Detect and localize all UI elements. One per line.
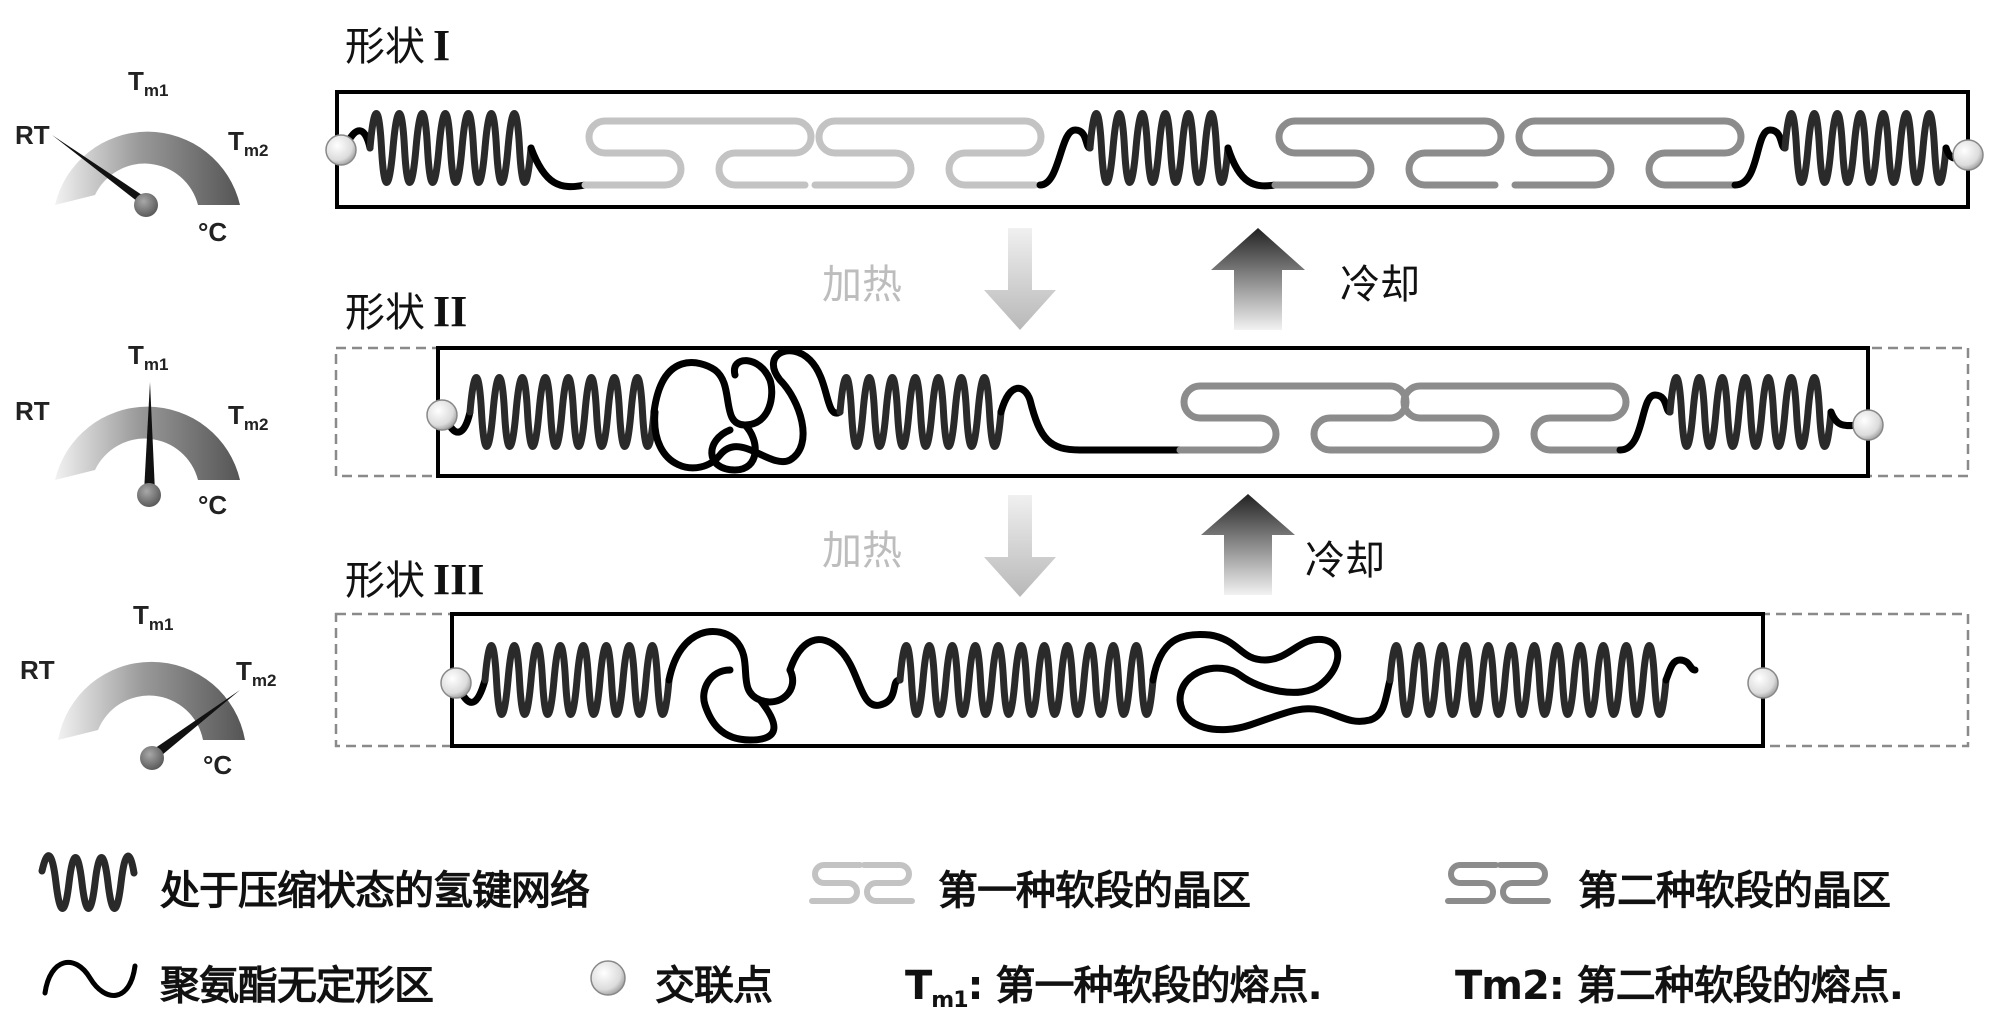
gauge-shape-2: [55, 382, 240, 507]
amorphous-segment: [786, 636, 904, 709]
shape-3-box: [334, 612, 1970, 748]
legend-spring-label: 处于压缩状态的氢键网络: [160, 868, 590, 914]
gauge-1-tm2-label: Tm2: [228, 126, 269, 160]
cool-label-2: 冷却: [1305, 538, 1385, 584]
gauge-pivot: [140, 746, 164, 770]
shape-title-text: 形状: [345, 558, 425, 604]
crosslink-point: [1852, 409, 1884, 441]
crosslink-point: [1952, 139, 1984, 171]
shape-title-text: 形状: [345, 290, 425, 336]
crosslink-point: [325, 134, 357, 166]
gauge-2-rt-label: RT: [15, 396, 50, 426]
heat-arrow-1: [984, 228, 1056, 330]
legend-tm2-definition: Tm2: 第二种软段的熔点.: [1455, 963, 1904, 1009]
gauge-pivot: [137, 483, 161, 507]
legend-crosslink-label: 交联点: [655, 963, 773, 1009]
crystal-first-icon: [809, 862, 915, 904]
gauge-3-rt-label: RT: [20, 655, 55, 685]
gauge-shape-1: [52, 131, 240, 217]
crosslink-point: [1747, 667, 1779, 699]
amorphous-segment: [1149, 630, 1394, 734]
gauge-3-tm2-label: Tm2: [236, 656, 277, 690]
gauge-2-tm1-label: Tm1: [128, 340, 169, 374]
heat-label-1: 加热: [822, 262, 902, 308]
shape-title-text: 形状: [345, 24, 425, 70]
shape-roman-numeral: II: [433, 287, 468, 336]
crosslink-point: [440, 667, 472, 699]
gauge-pivot: [134, 193, 158, 217]
legend-crystal-second-label: 第二种软段的晶区: [1578, 868, 1891, 914]
gauge-1-tm1-label: Tm1: [128, 66, 169, 100]
shape-1-box: [325, 90, 1984, 209]
cool-arrow-1: [1211, 228, 1305, 330]
amorphous-segment: [665, 628, 797, 744]
legend-tm1-definition: Tm1: 第一种软段的熔点.: [905, 963, 1323, 1013]
amorphous-segment: [650, 357, 776, 474]
gauge-2-tm2-label: Tm2: [228, 400, 269, 434]
cool-label-1: 冷却: [1340, 262, 1420, 308]
crosslink-point: [426, 399, 458, 431]
gauge-1-unit: °C: [198, 217, 228, 247]
crystal-second-icon: [1445, 862, 1551, 904]
gauge-needle: [52, 135, 148, 205]
spring-icon: [38, 852, 138, 912]
amorphous-wave-icon: [42, 959, 138, 998]
legend-crystal-first-label: 第一种软段的晶区: [938, 868, 1251, 914]
cool-arrow-2: [1201, 494, 1295, 595]
gauge-needle: [148, 690, 240, 760]
shape-roman-numeral: I: [433, 21, 451, 70]
heat-arrow-2: [984, 495, 1056, 597]
shape-roman-numeral: III: [433, 555, 485, 604]
legend-amorphous-label: 聚氨酯无定形区: [160, 963, 434, 1009]
gauge-3-unit: °C: [203, 750, 233, 780]
gauge-1-rt-label: RT: [15, 120, 50, 150]
shape-2-box: [334, 346, 1970, 478]
gauge-shape-3: [58, 661, 245, 770]
gauge-needle: [144, 382, 155, 492]
gauge-2-unit: °C: [198, 490, 228, 520]
heat-label-2: 加热: [822, 528, 902, 574]
amorphous-segment: [651, 347, 844, 472]
crosslink-sphere-icon: [590, 960, 626, 996]
gauge-3-tm1-label: Tm1: [133, 600, 174, 634]
